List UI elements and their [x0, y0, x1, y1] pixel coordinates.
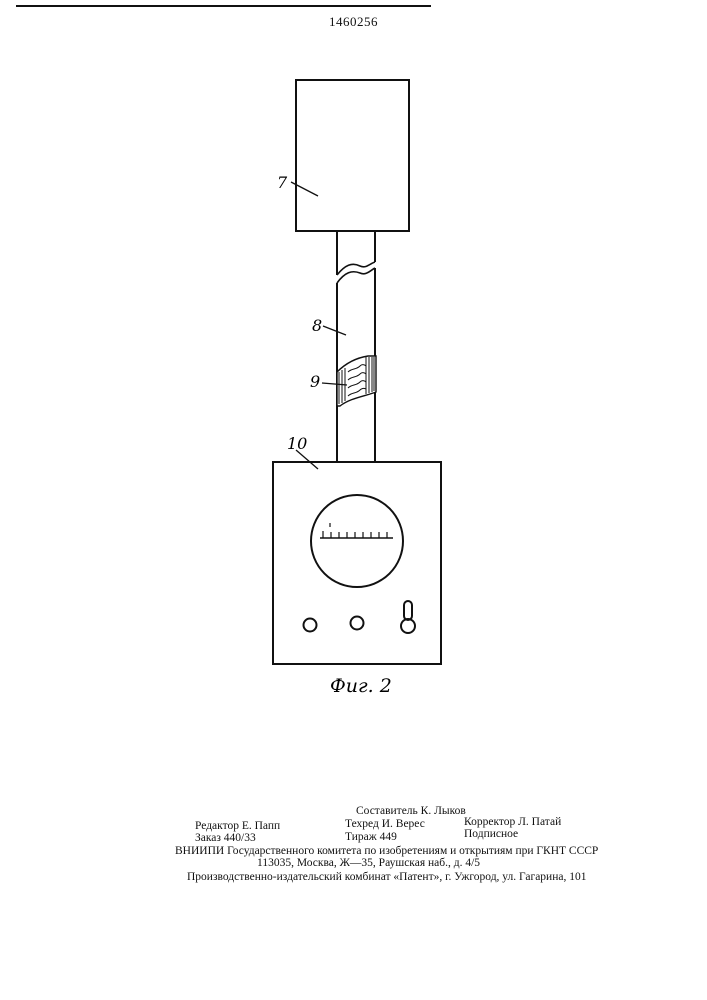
device-10 — [273, 462, 441, 664]
circulation: Тираж 449 — [345, 831, 397, 845]
address-line: 113035, Москва, Ж—35, Раушская наб., д. … — [257, 857, 480, 871]
toggle-switch — [401, 601, 415, 633]
block-7 — [296, 80, 409, 231]
gauge-dial — [311, 495, 403, 587]
label-9: 9 — [310, 372, 320, 391]
knob-left — [304, 619, 317, 632]
label-10: 10 — [287, 434, 307, 453]
pipe-upper-segment — [337, 231, 375, 275]
winding-9 — [337, 356, 376, 406]
compiler: Составитель К. Лыков — [356, 805, 466, 819]
colophon: Составитель К. Лыков Редактор Е. Папп Те… — [0, 805, 707, 985]
knob-middle — [351, 617, 364, 630]
techred: Техред И. Верес — [345, 818, 425, 832]
printer-line: Производственно-издательский комбинат «П… — [187, 871, 586, 885]
leader-8 — [323, 326, 346, 335]
label-8: 8 — [312, 316, 322, 335]
label-7: 7 — [277, 173, 288, 192]
figure-caption: Фиг. 2 — [330, 675, 392, 697]
order: Заказ 440/33 — [195, 832, 256, 846]
subscription: Подписное — [464, 828, 518, 842]
